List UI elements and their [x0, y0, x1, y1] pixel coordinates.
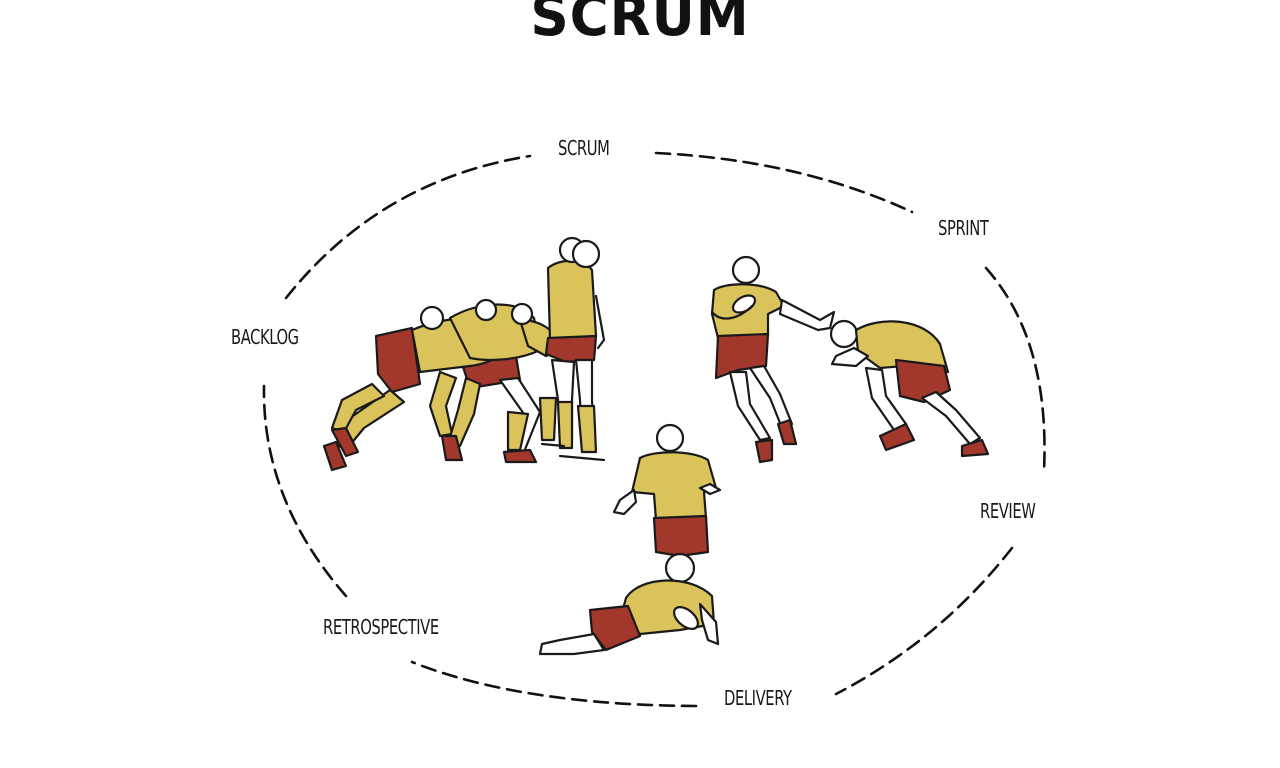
- cycle-ring: [262, 151, 1046, 708]
- arc-scrum-to-sprint: [654, 151, 914, 214]
- ball-carrier-illustration: [710, 255, 836, 464]
- label-backlog: BACKLOG: [231, 325, 299, 349]
- arc-review-to-delivery: [834, 546, 1014, 696]
- label-retrospective: RETROSPECTIVE: [323, 615, 439, 639]
- label-scrum: SCRUM: [558, 136, 610, 160]
- label-sprint: SPRINT: [938, 216, 989, 240]
- page-title: SCRUM: [530, 0, 750, 49]
- arc-backlog-to-scrum: [284, 154, 532, 300]
- support-runner-illustration: [612, 423, 722, 558]
- label-delivery: DELIVERY: [724, 686, 792, 710]
- arc-retrospective-to-backlog: [262, 384, 348, 598]
- arc-delivery-to-retrospective: [410, 660, 698, 708]
- scrum-pack-illustration: [322, 236, 606, 472]
- try-scorer-illustration: [538, 552, 720, 656]
- tackler-illustration: [829, 319, 990, 458]
- label-review: REVIEW: [980, 499, 1036, 523]
- arc-sprint-to-review: [984, 266, 1046, 472]
